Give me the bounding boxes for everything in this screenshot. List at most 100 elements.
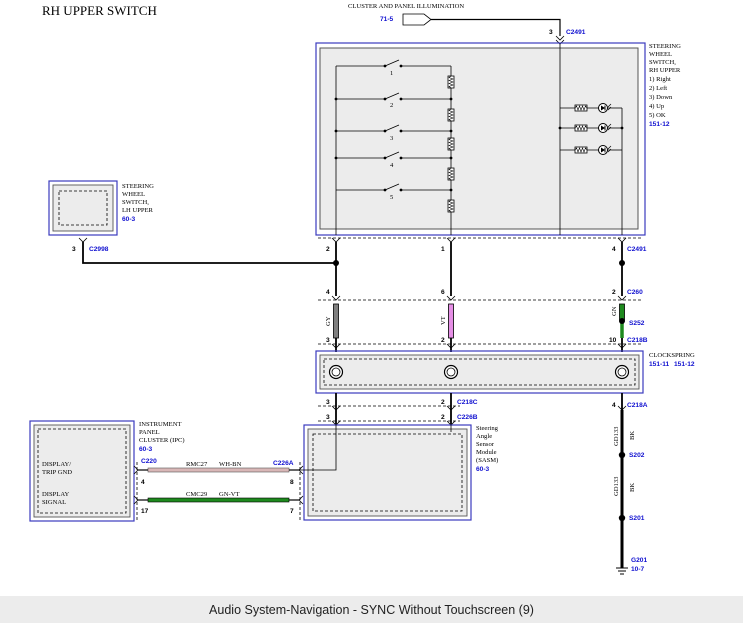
splice-dot (619, 260, 625, 266)
splice-label: S201 (629, 515, 645, 522)
module-body (52, 184, 114, 232)
connector-chevron-icon (617, 237, 627, 243)
module-name-line: PANEL (139, 429, 160, 436)
splice-label: S202 (629, 452, 645, 459)
switch-contacts (334, 64, 624, 192)
sasm-internal-wire (296, 425, 337, 471)
connector-label: C226B (457, 414, 478, 421)
pin-label: 8 (290, 479, 294, 486)
connector-chevron-icon (446, 237, 456, 243)
module-outline (48, 180, 118, 236)
pin-label: 2 (441, 399, 445, 406)
module-ref: 151-11 (649, 361, 670, 368)
clockspring-module: CLOCKSPRING 151-11 151-12 (315, 350, 695, 394)
module-body (33, 424, 131, 518)
connector-label: C226A (273, 460, 294, 467)
module-name-line: SWITCH, (649, 59, 676, 66)
splice-dot (618, 451, 626, 459)
switch-number: 1 (390, 70, 393, 77)
ipc-module: DISPLAY/ TRIP GND DISPLAY SIGNAL INSTRUM… (29, 420, 185, 522)
module-name-line: Steering (476, 425, 499, 432)
pin-label: 3 (549, 29, 553, 36)
wiring-schematic: CLUSTER AND PANEL ILLUMINATION 71-5 3 C2… (29, 3, 695, 575)
wire-gn (619, 303, 625, 321)
module-internal (323, 358, 636, 386)
pin-label: 2 (326, 246, 330, 253)
switch-number: 3 (390, 135, 394, 142)
splice-label: S252 (629, 320, 645, 327)
resistor-icon (447, 108, 455, 122)
splice-dot (619, 318, 625, 324)
reference-arrow-icon (402, 13, 432, 26)
clockspring-contact-icon (443, 364, 459, 380)
colored-wire-segment: GY VT GN S252 (325, 303, 645, 339)
connector-chevron-icon (78, 237, 88, 243)
module-name-line: STEERING (649, 43, 681, 50)
rh-switch-label: STEERING WHEEL SWITCH, RH UPPER 1) Right… (649, 43, 681, 128)
rh-upper-switch-module: 1 2 3 4 5 STEERING (315, 42, 681, 236)
clockspring-contact-icon (328, 364, 344, 380)
wire-color-label: VT (440, 316, 447, 325)
pin-label: 6 (441, 289, 445, 296)
illumination-ref: 71-5 (380, 16, 394, 23)
connector-label: C220 (141, 458, 157, 465)
upper-harness-wires (333, 242, 625, 296)
connector-chevron-icon (331, 405, 341, 411)
page-title: RH UPPER SWITCH (42, 3, 157, 18)
module-ref: 60-3 (122, 216, 136, 223)
pin-label: 4 (612, 402, 616, 409)
module-body (307, 428, 468, 517)
function-list-item: 1) Right (649, 76, 671, 83)
ground-icon (616, 567, 628, 575)
pin-label: 4 (326, 289, 330, 296)
connector-label: C2491 (627, 246, 647, 253)
switch-array (335, 44, 623, 235)
wire-wh-bn (147, 467, 290, 473)
connector-chevron-icon (617, 343, 627, 349)
module-ref: 60-3 (476, 466, 490, 473)
ground-ref: 10-7 (631, 566, 645, 573)
wire-color-label: BK (629, 431, 636, 440)
module-name-line: Angle (476, 433, 492, 440)
connector-label: C218B (627, 337, 648, 344)
splice-dot (333, 260, 339, 266)
sasm-module: Steering Angle Sensor Module (SASM) 60-3 (296, 424, 499, 521)
resistor-icon (447, 75, 455, 89)
module-name-line: WHEEL (122, 191, 145, 198)
pin-label: 3 (326, 414, 330, 421)
module-internal (312, 433, 463, 512)
connector-chevron-icon (446, 295, 456, 301)
splice-dot (618, 514, 626, 522)
module-internal (58, 190, 108, 226)
pin-label: 10 (609, 337, 617, 344)
module-name-line: Module (476, 449, 497, 456)
connector-chevron-icon (331, 237, 341, 243)
module-name-line: (SASM) (476, 457, 498, 464)
module-name-line: INSTRUMENT (139, 421, 182, 428)
module-ref: 60-3 (139, 446, 153, 453)
pin-label: 2 (441, 414, 445, 421)
connector-chevron-icon (617, 295, 627, 301)
pin-label: 3 (326, 399, 330, 406)
connector-c2491-lower: 2 1 4 C2491 (318, 237, 647, 253)
module-name-line: SWITCH, (122, 199, 149, 206)
pin-label: 4 (612, 246, 616, 253)
pin-function-label: DISPLAY (42, 491, 69, 498)
wire-color-label: WH-BN (219, 461, 242, 468)
resistor-icon (574, 124, 588, 132)
circuit-label: GD133 (613, 476, 620, 496)
circuit-label: CMC29 (186, 491, 208, 498)
connector-label: C260 (627, 289, 643, 296)
ground-circuit: GD133 BK GD133 BK S202 S201 G201 10-7 (613, 410, 647, 575)
connector-c218c: 3 2 C218C 4 C218A (318, 393, 648, 412)
connector-chevron-icon (331, 295, 341, 301)
resistor-icon (574, 146, 588, 154)
connector-label: C218A (627, 402, 648, 409)
resistor-icon (447, 137, 455, 151)
resistor-icon (447, 167, 455, 181)
pin-label: 2 (612, 289, 616, 296)
connector-c226b: 3 2 C226B (318, 412, 478, 426)
connector-label: C2998 (89, 246, 109, 253)
connector-label: C2491 (566, 29, 586, 36)
connector-c260: 4 6 2 C260 (318, 289, 643, 301)
